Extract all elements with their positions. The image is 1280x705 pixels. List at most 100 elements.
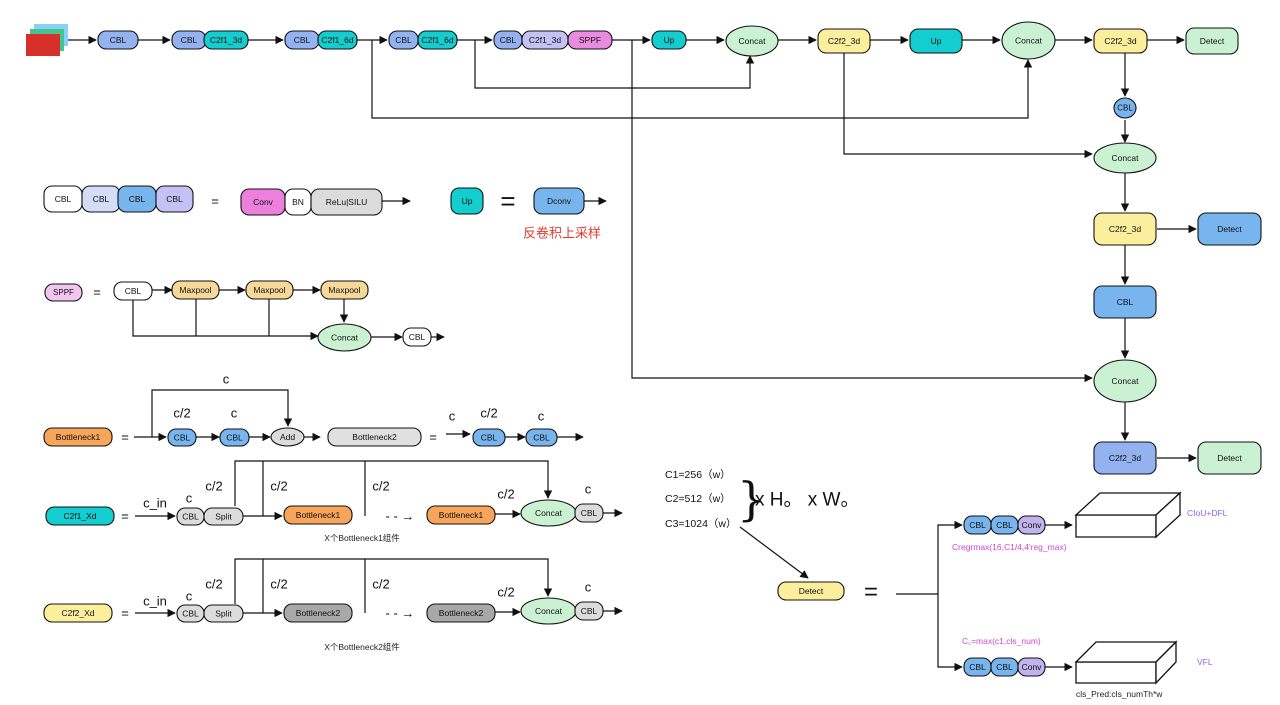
c2f2-split: Split bbox=[203, 604, 244, 623]
output-tensor-box-classification bbox=[1074, 640, 1178, 685]
node-detect-2: Detect bbox=[1197, 212, 1262, 246]
label-c2-2b: c/2 bbox=[270, 577, 287, 592]
node-detect-1-label: Detect bbox=[1200, 36, 1225, 46]
node-up-2-shape bbox=[909, 28, 963, 54]
node-up-2-label: Up bbox=[931, 36, 942, 46]
node-cbl-col-1: CBL bbox=[1113, 97, 1137, 119]
node-cbl-1-label: CBL bbox=[110, 35, 127, 45]
node-c2f2-3d-2-label: C2f2_3d bbox=[1104, 36, 1136, 46]
c2f1-bottleneck1-b: Bottleneck1 bbox=[426, 505, 496, 525]
legend-relu-silu: ReLu|SILU bbox=[310, 188, 383, 216]
c2f1-split: Split bbox=[203, 507, 244, 526]
c2f2-split-label: Split bbox=[215, 609, 232, 619]
sppf-cbl: CBL bbox=[113, 281, 153, 301]
head-cls-cbl-1: CBL bbox=[963, 657, 992, 677]
label-c-1e: c bbox=[585, 482, 592, 497]
equals-bottleneck1: = bbox=[121, 430, 129, 445]
equals-c2f1: = bbox=[121, 509, 129, 524]
legend-cbl-lav-label: CBL bbox=[166, 194, 183, 204]
c2f1-split-shape bbox=[203, 507, 244, 526]
label-c2-2a: c/2 bbox=[205, 577, 222, 592]
b2-cbl-1: CBL bbox=[472, 428, 506, 447]
legend-dconv: Dconv bbox=[533, 187, 585, 215]
head-cls-cbl-1-label: CBL bbox=[969, 662, 986, 672]
node-detect-1: Detect bbox=[1185, 27, 1239, 55]
b2-cbl-2-label: CBL bbox=[533, 433, 550, 443]
node-cbl-col-2: CBL bbox=[1093, 285, 1157, 319]
label-c2-1d: c/2 bbox=[497, 487, 514, 502]
node-cbl-col-2-label: CBL bbox=[1117, 297, 1134, 307]
c2f2-bottleneck2-b-label: Bottleneck2 bbox=[439, 608, 484, 618]
label-c2-2c: c/2 bbox=[372, 577, 389, 592]
node-detect-3-shape bbox=[1197, 441, 1262, 475]
c2f2-xd-legend-shape bbox=[43, 603, 113, 623]
legend-bn-label: BN bbox=[292, 197, 304, 207]
sppf-legend: SPPF bbox=[44, 283, 83, 302]
node-c2f1-6d-b-shape bbox=[417, 30, 458, 50]
node-cbl-2-label: CBL bbox=[181, 35, 198, 45]
sppf-cbl-out: CBL bbox=[402, 327, 432, 347]
node-cbl-3-label: CBL bbox=[294, 35, 311, 45]
dash-arrow-1: - - → bbox=[386, 509, 415, 524]
c2f1-xd-legend-label: C2f1_Xd bbox=[63, 511, 96, 521]
node-c2f1-6d-b: C2f1_6d bbox=[417, 30, 458, 50]
node-c2f1-6d-a-shape bbox=[317, 30, 358, 50]
cregrmax-label: Cregrmax(16,C1/4,4'reg_max) bbox=[952, 542, 1067, 552]
sppf-maxpool-1-shape bbox=[171, 280, 220, 300]
node-c2f2-3d-3-label: C2f2_3d bbox=[1109, 224, 1141, 234]
node-c2f1-3d-a-label: C2f1_3d bbox=[210, 35, 242, 45]
c2f1-bottleneck1-a-shape bbox=[283, 505, 353, 525]
legend-cbl-pale-label: CBL bbox=[93, 194, 110, 204]
legend-cbl-pale: CBL bbox=[81, 185, 121, 213]
b1-cbl-1-label: CBL bbox=[174, 433, 191, 443]
cls-pred-label: cls_Pred:cls_numTh*w bbox=[1076, 689, 1163, 699]
node-concat-4: Concat bbox=[1093, 359, 1157, 403]
sppf-maxpool-1-label: Maxpool bbox=[179, 285, 211, 295]
node-cbl-col-2-shape bbox=[1093, 285, 1157, 319]
node-c2f1-3d-a-shape bbox=[203, 30, 249, 50]
legend-relu-silu-shape bbox=[310, 188, 383, 216]
label-c2-2d: c/2 bbox=[497, 585, 514, 600]
c2f1-bottleneck1-a: Bottleneck1 bbox=[283, 505, 353, 525]
node-cbl-4: CBL bbox=[388, 30, 419, 50]
c2f2-xd-legend-label: C2f2_Xd bbox=[61, 608, 94, 618]
node-cbl-1-shape bbox=[97, 30, 139, 50]
c2f1-cbl-out-shape bbox=[574, 503, 604, 523]
node-detect-1-shape bbox=[1185, 27, 1239, 55]
c2f2-bottleneck2-b-shape bbox=[426, 603, 496, 623]
node-concat-3: Concat bbox=[1093, 142, 1157, 174]
head-reg-conv: Conv bbox=[1017, 515, 1046, 535]
b1-cbl-1: CBL bbox=[167, 428, 197, 447]
output-tensor-box-regression bbox=[1074, 491, 1182, 539]
equals-bottleneck2: = bbox=[429, 430, 437, 445]
node-sppf: SPPF bbox=[567, 30, 613, 50]
sppf-maxpool-3: Maxpool bbox=[320, 280, 369, 300]
legend-cbl-lav: CBL bbox=[155, 185, 194, 213]
node-up-1: Up bbox=[651, 30, 687, 50]
node-concat-4-label: Concat bbox=[1112, 376, 1140, 386]
node-c2f1-6d-b-label: C2f1_6d bbox=[421, 35, 453, 45]
legend-up-label: Up bbox=[462, 196, 473, 206]
detect-node-shape bbox=[777, 581, 845, 601]
label-c2-1a: c/2 bbox=[205, 479, 222, 494]
sppf-legend-label: SPPF bbox=[53, 288, 74, 297]
node-c2f2-3d-2: C2f2_3d bbox=[1093, 28, 1148, 54]
c2f1-bottleneck1-a-label: Bottleneck1 bbox=[296, 510, 341, 520]
label-c-top: c bbox=[223, 372, 230, 387]
node-c2f2-3d-2-shape bbox=[1093, 28, 1148, 54]
node-c2f2-3d-1: C2f2_3d bbox=[817, 28, 871, 54]
node-c2f1-6d-a-label: C2f1_6d bbox=[321, 35, 353, 45]
brace: } bbox=[737, 472, 766, 526]
legend-up: Up bbox=[450, 187, 484, 215]
node-detect-3-label: Detect bbox=[1217, 453, 1242, 463]
c2f2-cbl-out: CBL bbox=[574, 601, 604, 621]
legend-cbl-sky: CBL bbox=[117, 185, 157, 213]
node-c2f2-3d-1-shape bbox=[817, 28, 871, 54]
b1-add-shape bbox=[270, 427, 305, 447]
node-c2f2-3d-3: C2f2_3d bbox=[1093, 212, 1157, 246]
c2-label: C2=512（w） bbox=[665, 493, 731, 505]
b1-cbl-2: CBL bbox=[219, 428, 250, 447]
label-c2-1c: c/2 bbox=[372, 479, 389, 494]
legend-cbl-sky-label: CBL bbox=[129, 194, 146, 204]
